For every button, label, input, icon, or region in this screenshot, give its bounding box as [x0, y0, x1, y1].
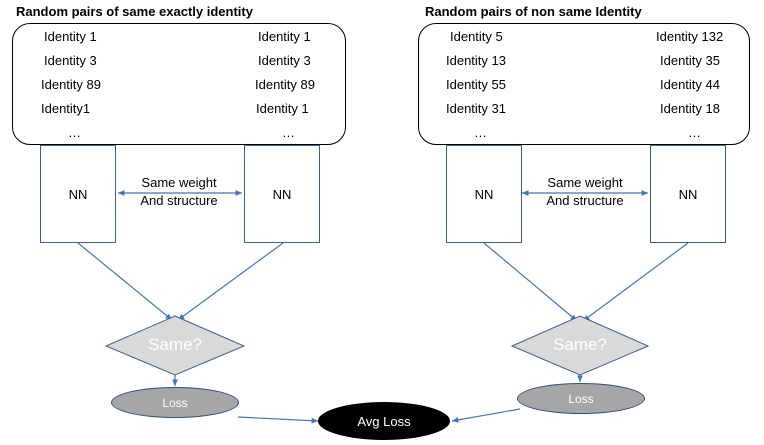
left-col-b-item: Identity 89: [255, 77, 315, 92]
left-nn-b-box: NN: [244, 145, 320, 243]
left-col-a-item: Identity 1: [44, 29, 97, 44]
left-nn-a-box: NN: [40, 145, 116, 243]
right-pair-list-box: [418, 23, 750, 145]
right-decision-label: Same?: [553, 335, 607, 354]
right-loss-to-avg: [451, 408, 521, 423]
left-col-b-item: Identity 1: [258, 29, 311, 44]
right-nn-b-to-decision: [582, 242, 689, 322]
left-pair-list-box: [12, 23, 346, 145]
right-loss-oval: Loss: [517, 383, 645, 414]
left-nn-b-to-decision: [177, 242, 284, 321]
right-col-b-item: Identity 132: [656, 29, 724, 44]
right-col-b-item: …: [688, 125, 701, 140]
left-decision-diamond: [104, 315, 246, 376]
right-nn-a-to-decision: [483, 242, 578, 322]
right-col-a-item: …: [474, 125, 487, 140]
left-loss-oval: Loss: [111, 387, 239, 418]
right-col-a-item: Identity 31: [446, 101, 506, 116]
left-shared-weight-line1: Same weight: [141, 175, 217, 190]
left-nn-a-to-decision: [77, 242, 173, 321]
right-panel-title: Random pairs of non same Identity: [425, 4, 642, 19]
left-col-a-item: Identity 89: [41, 77, 101, 92]
right-shared-weight-label: Same weight And structure: [526, 174, 644, 210]
right-col-b-item: Identity 35: [660, 53, 720, 68]
left-col-a-item: …: [68, 125, 81, 140]
left-decision-label: Same?: [148, 335, 202, 354]
right-shared-weight-line1: Same weight: [547, 175, 623, 190]
avg-loss-oval: Avg Loss: [318, 402, 450, 440]
left-col-a-item: Identity1: [41, 101, 91, 116]
left-shared-weight-label: Same weight And structure: [120, 174, 238, 210]
left-loss-to-avg: [237, 416, 319, 424]
right-decision-diamond: [510, 315, 650, 376]
left-col-a-item: Identity 3: [44, 53, 97, 68]
right-shared-weight-line2: And structure: [546, 193, 624, 208]
left-col-b-item: Identity 1: [256, 101, 309, 116]
right-col-a-item: Identity 55: [446, 77, 506, 92]
right-nn-b-box: NN: [650, 145, 726, 243]
left-col-b-item: …: [282, 125, 295, 140]
left-col-b-item: Identity 3: [258, 53, 311, 68]
left-shared-weight-line2: And structure: [140, 193, 218, 208]
right-nn-a-box: NN: [446, 145, 522, 243]
left-panel-title: Random pairs of same exactly identity: [16, 4, 253, 19]
right-col-b-item: Identity 44: [660, 77, 720, 92]
right-col-b-item: Identity 18: [660, 101, 720, 116]
right-col-a-item: Identity 5: [450, 29, 503, 44]
right-col-a-item: Identity 13: [446, 53, 506, 68]
